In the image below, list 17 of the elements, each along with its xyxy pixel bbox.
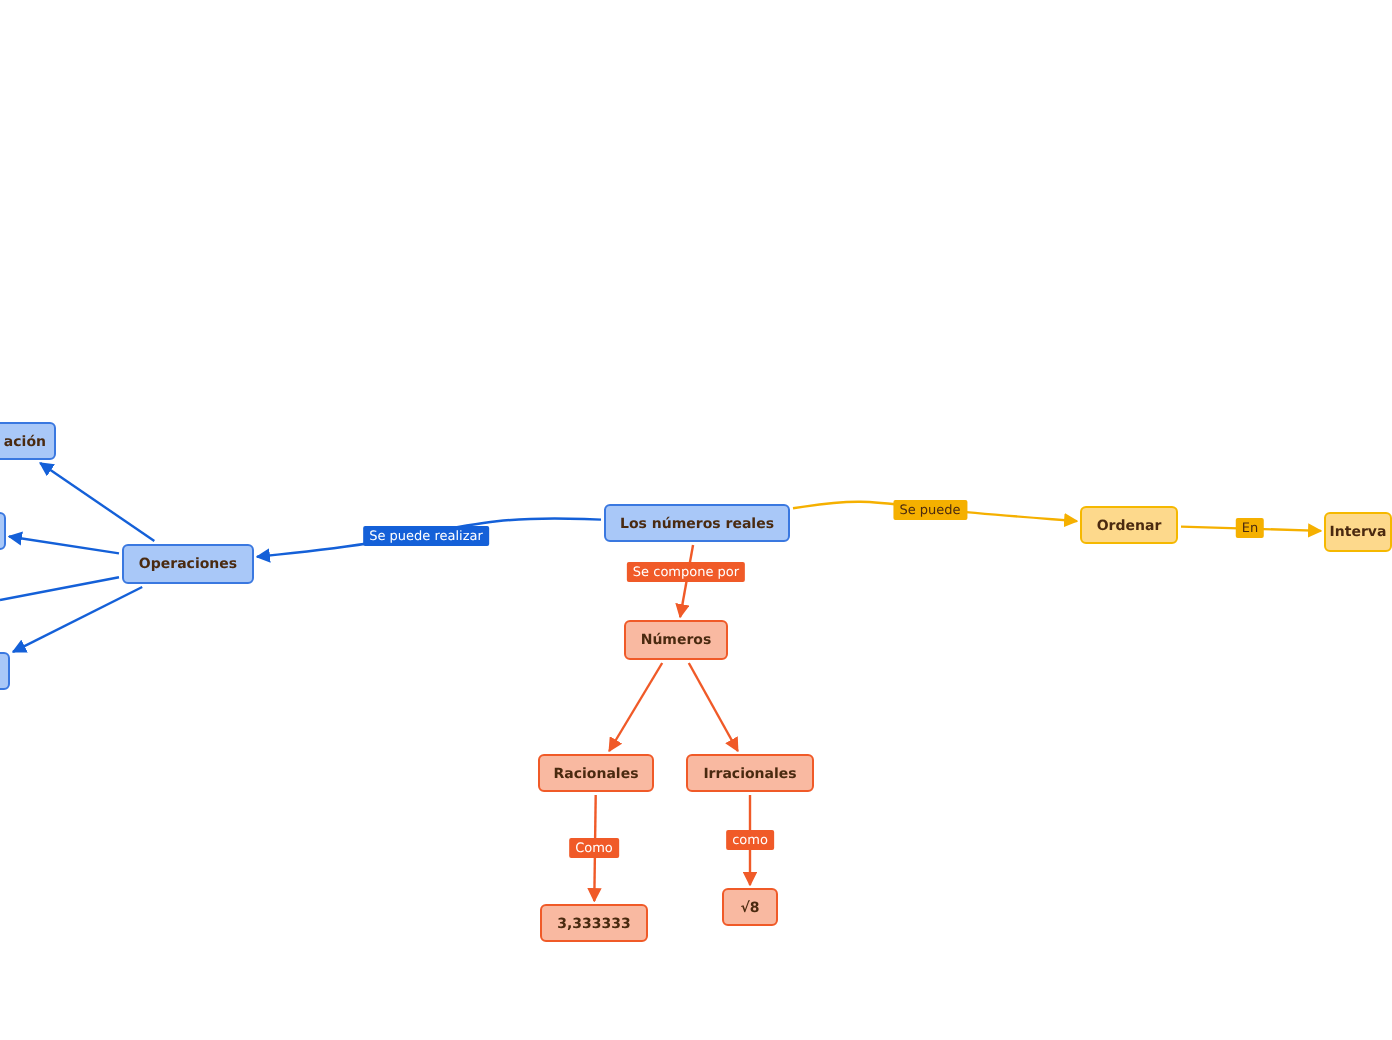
topic-box	[624, 620, 728, 660]
topic-box	[722, 888, 778, 926]
topic-box	[1080, 506, 1178, 544]
arrow	[742, 795, 758, 887]
arrow	[11, 585, 143, 653]
arrow	[7, 531, 120, 555]
topic-box	[540, 904, 648, 942]
arrow	[687, 662, 739, 753]
topic-box	[122, 544, 254, 584]
topic-box	[604, 504, 790, 542]
topic-box	[1324, 512, 1392, 552]
connector-line	[0, 576, 120, 602]
topic-box	[538, 754, 654, 792]
arrow	[39, 462, 155, 542]
arrow	[1180, 523, 1323, 538]
arrow	[608, 662, 664, 753]
topic-box	[686, 754, 814, 792]
